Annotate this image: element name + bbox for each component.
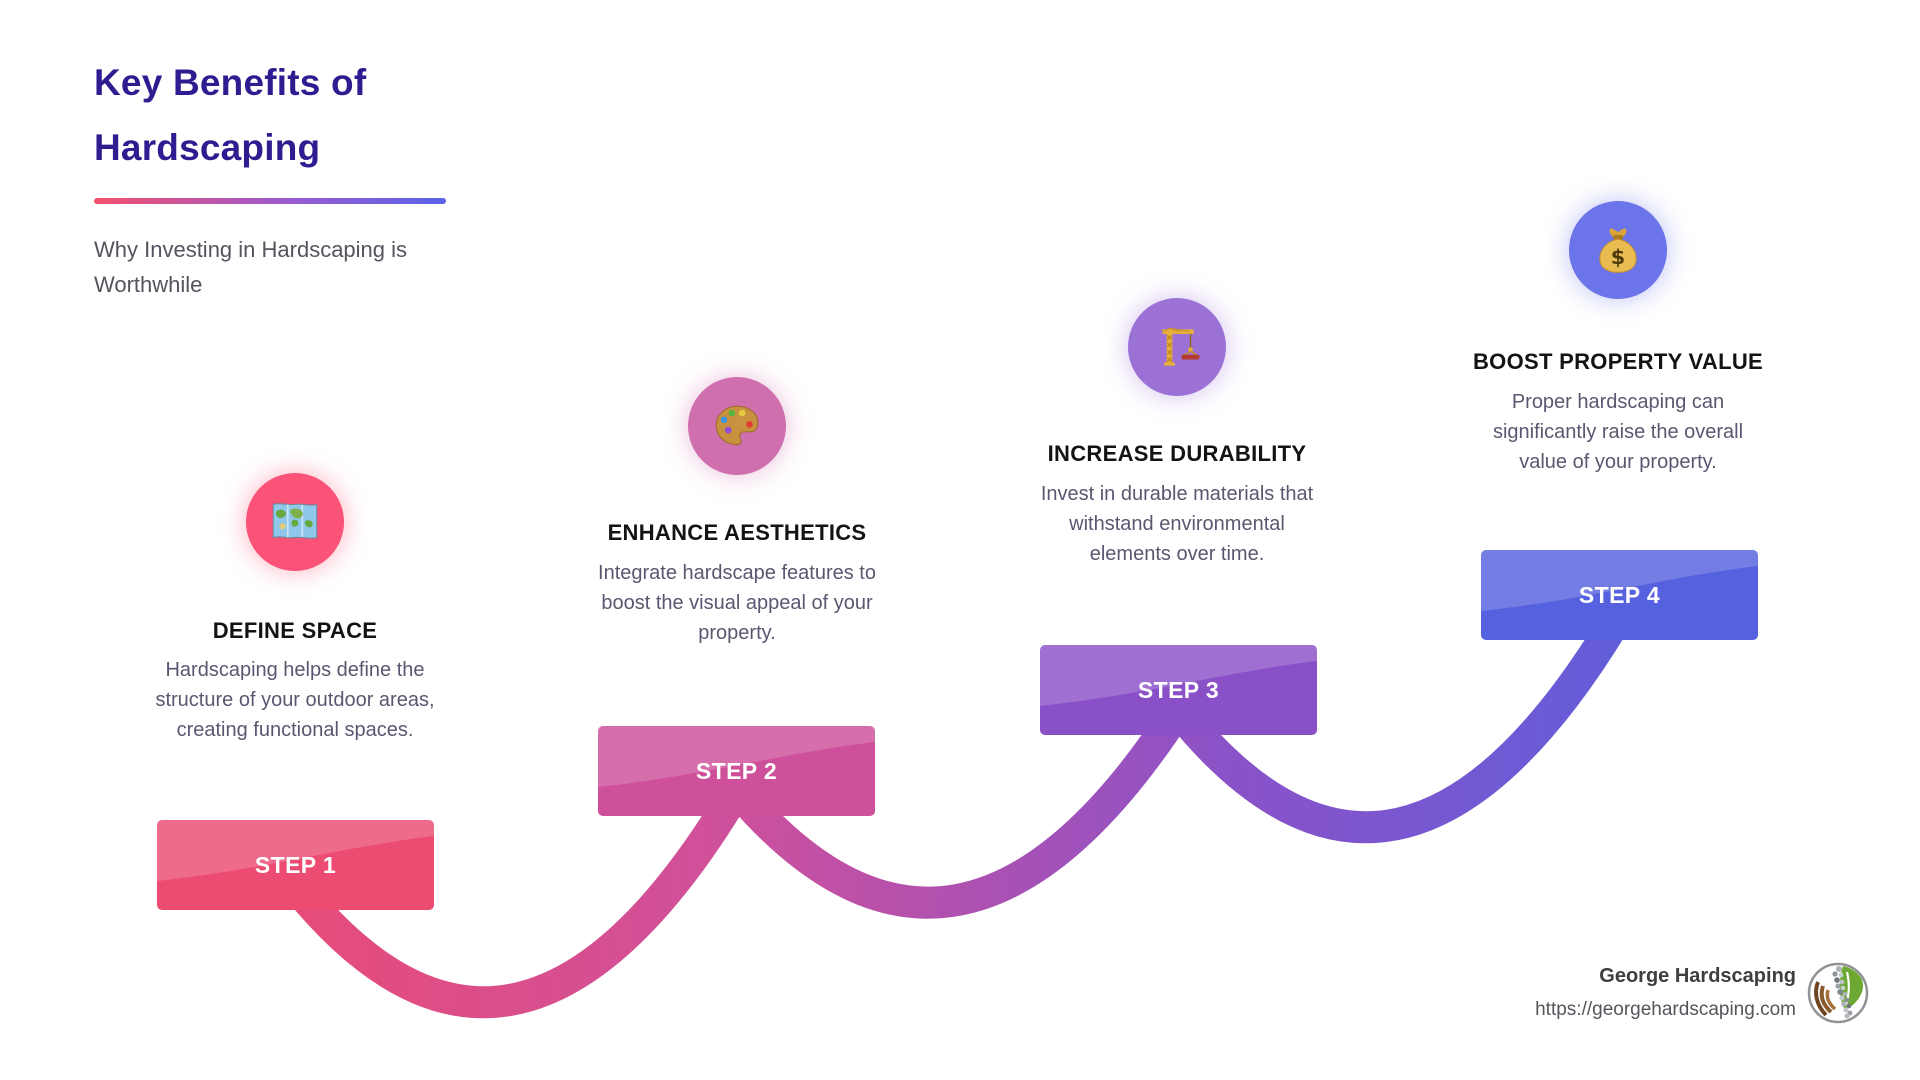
step-2-heading: ENHANCE AESTHETICS	[607, 520, 867, 545]
connector-step2-step3	[724, 701, 1192, 919]
step-2-icon-badge	[688, 377, 786, 475]
banner-gloss	[598, 726, 875, 787]
step-4-banner: STEP 4	[1481, 550, 1758, 640]
step-3-description: Invest in durable materials that withsta…	[1040, 483, 1314, 565]
page-title: Key Benefits of Hardscaping	[94, 62, 367, 168]
step-3-icon-badge	[1128, 298, 1226, 396]
hardscaping-leaf-stone-logo	[1807, 962, 1869, 1024]
step-4-icon-badge: $	[1569, 201, 1667, 299]
step-2-banner-label: STEP 2	[695, 757, 778, 784]
step-1-banner: STEP 1	[157, 820, 434, 910]
footer-brand-name: George Hardscaping	[1599, 965, 1796, 987]
world-map-icon	[272, 503, 318, 539]
step-1-description: Hardscaping helps define the structure o…	[155, 659, 435, 741]
artist-palette-icon	[715, 405, 759, 446]
connector-step3-step4	[1165, 606, 1633, 844]
step-1-banner-label: STEP 1	[254, 851, 337, 878]
banner-gloss	[1040, 645, 1317, 706]
step-3-banner: STEP 3	[1040, 645, 1317, 735]
step-3-banner-label: STEP 3	[1137, 676, 1220, 703]
banner-gloss	[1481, 550, 1758, 611]
step-1-heading: DEFINE SPACE	[212, 618, 378, 643]
footer-website-url[interactable]: https://georgehardscaping.com	[1535, 999, 1796, 1020]
money-bag-icon: $	[1599, 228, 1637, 273]
construction-crane-icon	[1162, 327, 1200, 366]
step-2-banner: STEP 2	[598, 726, 875, 816]
step-2-description: Integrate hardscape features to boost th…	[598, 562, 876, 644]
page-subtitle: Why Investing in Hardscaping is Worthwhi…	[94, 237, 408, 297]
step-4-description: Proper hardscaping can significantly rai…	[1492, 391, 1744, 473]
svg-text:$: $	[1611, 245, 1625, 269]
step-4-banner-label: STEP 4	[1578, 581, 1661, 608]
step-1-icon-badge	[246, 473, 344, 571]
step-3-heading: INCREASE DURABILITY	[1047, 441, 1307, 466]
title-underline-accent	[94, 198, 446, 204]
banner-gloss	[157, 820, 434, 881]
step-4-heading: BOOST PROPERTY VALUE	[1472, 349, 1763, 374]
connector-step1-step2	[282, 781, 751, 1019]
